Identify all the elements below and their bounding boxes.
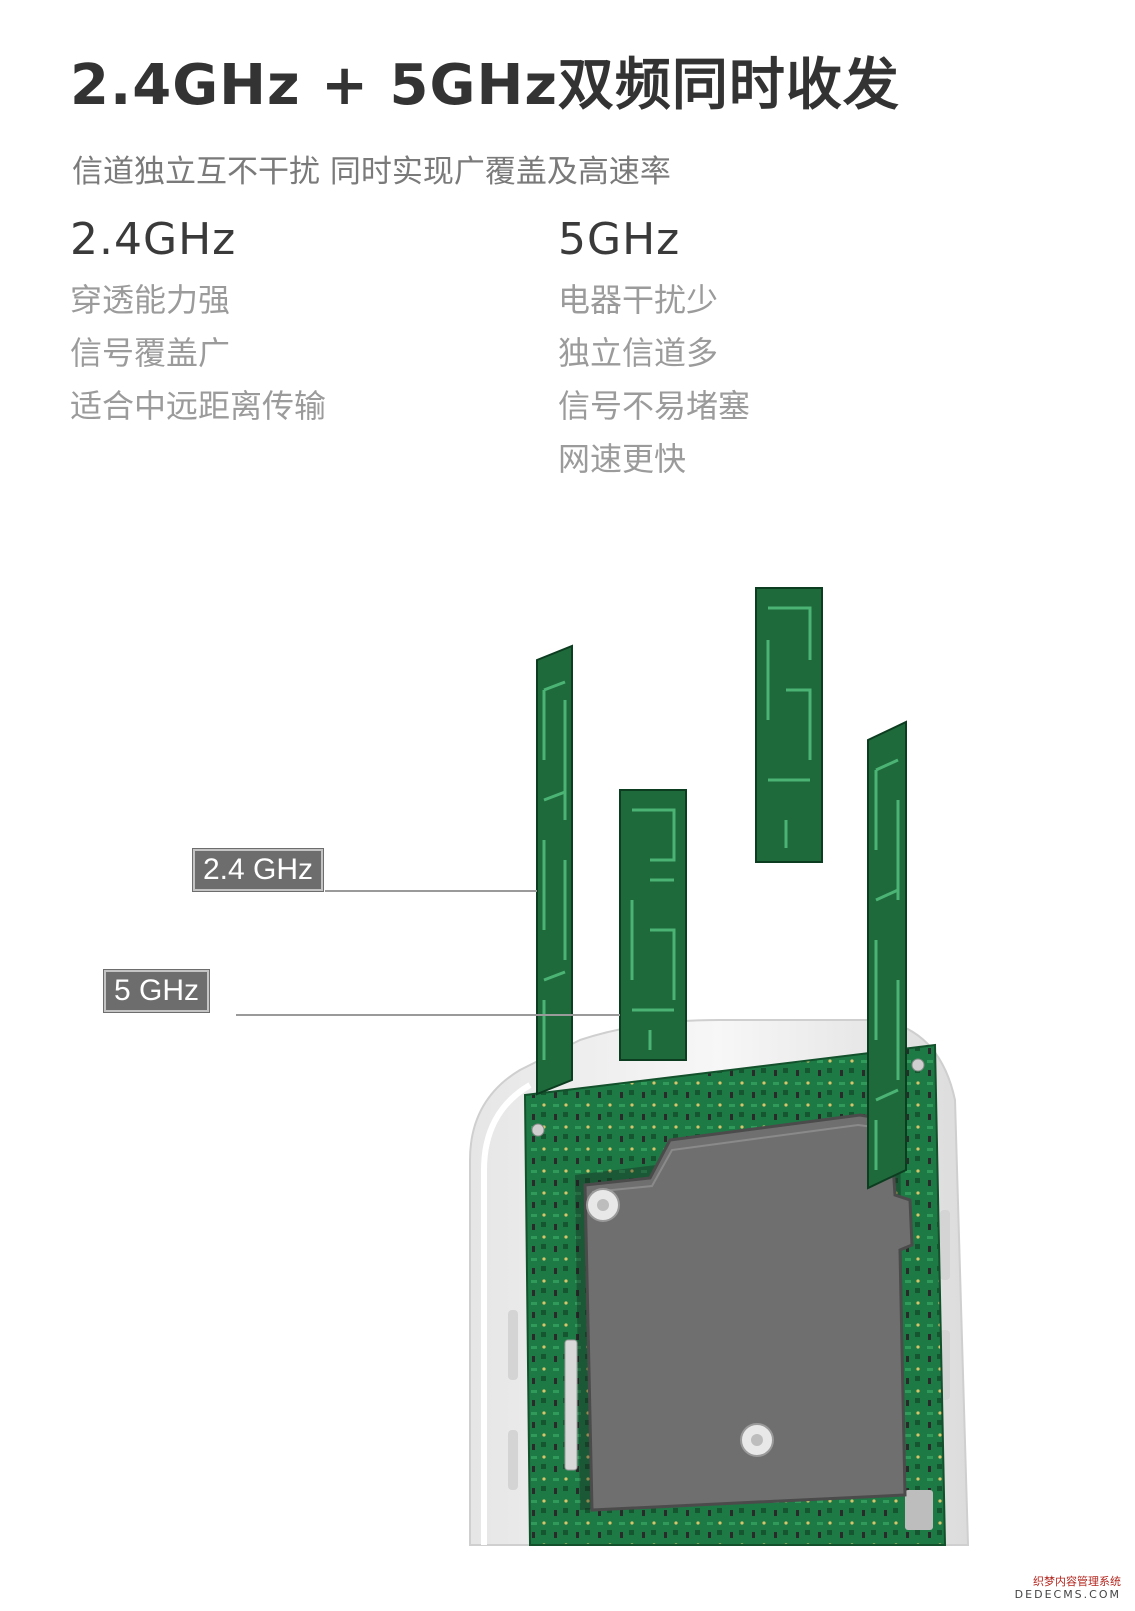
- band-24ghz-title: 2.4GHz: [70, 214, 237, 265]
- antenna-5ghz: [619, 789, 687, 1061]
- band-5ghz-feature: 信号不易堵塞: [558, 387, 751, 425]
- band-5ghz-column: 5GHz 电器干扰少 独立信道多 信号不易堵塞 网速更快: [558, 214, 750, 486]
- band-24ghz-feature: 适合中远距离传输: [70, 387, 327, 425]
- band-5ghz-feature: 网速更快: [558, 440, 687, 478]
- antenna-label-24ghz: 2.4 GHz: [191, 848, 325, 892]
- band-24ghz-feature: 穿透能力强: [70, 281, 231, 319]
- subtitle: 信道独立互不干扰 同时实现广覆盖及高速率: [72, 154, 671, 190]
- antenna-24ghz: [536, 644, 573, 1096]
- watermark-line1: 织梦内容管理系统: [1033, 1575, 1121, 1588]
- band-5ghz-title: 5GHz: [558, 214, 681, 265]
- antenna-right: [867, 720, 907, 1190]
- antenna-top: [755, 587, 823, 863]
- band-24ghz-column: 2.4GHz 穿透能力强 信号覆盖广 适合中远距离传输: [70, 214, 326, 433]
- antenna-label-5ghz: 5 GHz: [102, 969, 211, 1013]
- headline: 2.4GHz + 5GHz双频同时收发: [70, 53, 900, 118]
- watermark-line2: DEDECMS.COM: [1014, 1588, 1121, 1601]
- band-5ghz-feature: 电器干扰少: [558, 281, 719, 319]
- band-5ghz-feature: 独立信道多: [558, 334, 719, 372]
- band-24ghz-feature: 信号覆盖广: [70, 334, 231, 372]
- metal-shield: [564, 1113, 914, 1512]
- site-watermark: 织梦内容管理系统 DEDECMS.COM: [1015, 1575, 1121, 1601]
